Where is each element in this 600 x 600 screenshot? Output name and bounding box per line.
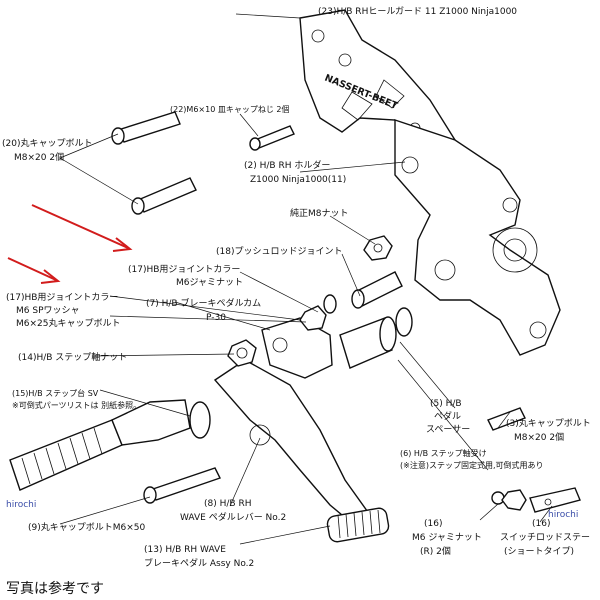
label-holder-a: (2) H/B RH ホルダー <box>244 159 330 171</box>
label-countersunk-screw: (22)M6×10 皿キャップねじ 2個 <box>170 104 289 114</box>
joint-collar-nut <box>299 294 337 331</box>
label-heel-guard: (23)H/B RHヒールガード 11 Z1000 Ninja1000 <box>318 6 517 17</box>
watermark-left: hirochi <box>6 500 37 510</box>
label-joint-collar-l-b: M6 SPワッシャ <box>16 306 80 316</box>
holder-bracket <box>394 119 561 356</box>
bolt-m8x20-lower <box>131 177 197 215</box>
label-step-base-a: (15)H/B ステップ台 SV <box>12 388 99 398</box>
label-jam-nut-a: (16) <box>424 519 442 529</box>
step-shaft-nut <box>227 339 257 367</box>
label-switch-stay-b: スイッチロッドステー <box>500 532 590 543</box>
countersunk-screw-m6 <box>249 125 295 151</box>
label-genuine-nut: 純正M8ナット <box>290 207 349 219</box>
label-bolt-m6x50: (9)丸キャップボルトM6×50 <box>28 521 146 533</box>
jam-nut-m6 <box>491 489 527 511</box>
red-arrow-1 <box>31 204 133 252</box>
label-joint-collar-l-c: M6×25丸キャップボルト <box>16 317 121 329</box>
label-bolt-20-b: M8×20 2個 <box>14 151 64 163</box>
label-step-bearing-a: (6) H/B ステップ軸受け <box>400 448 487 458</box>
label-pedal-assy-b: ブレーキペダル Assy No.2 <box>144 557 254 569</box>
red-arrow-2 <box>7 257 61 284</box>
label-step-base-b: ※可倒式パーツリストは 別紙参照。 <box>12 400 141 410</box>
label-bolt-20-a: (20)丸キャップボルト <box>2 137 92 149</box>
bolt-m6x50 <box>143 467 221 504</box>
label-joint-collar-r-a: (17)HB用ジョイントカラー <box>128 264 240 275</box>
heel-guard-plate: NASSERT-BEET <box>299 9 456 161</box>
leader-lines <box>59 13 553 545</box>
label-pedal-lever-a: (8) H/B RH <box>204 499 251 509</box>
footpeg <box>9 399 211 491</box>
switch-rod-stay <box>529 487 581 513</box>
label-jam-nut-b: M6 ジャミナット <box>412 532 482 543</box>
label-bolt-3-b: M8×20 2個 <box>514 431 564 443</box>
step-bushing-5 <box>339 307 413 369</box>
label-jam-nut-c: (R) 2個 <box>420 545 451 557</box>
label-pushrod-joint: (18)プッシュロッドジョイント <box>216 246 342 257</box>
label-step-shaft-nut: (14)H/B ステップ軸ナット <box>18 351 127 363</box>
label-switch-stay-a: (16) <box>532 519 550 529</box>
label-bolt-3-a: (3)丸キャップボルト <box>506 417 591 429</box>
label-switch-stay-c: (ショートタイプ) <box>504 546 574 557</box>
label-brake-cam-a: (7) H/B ブレーキペダルカム <box>146 297 261 309</box>
label-holder-b: Z1000 Ninja1000(11) <box>250 175 346 185</box>
label-step-bearing-b: (※注意)ステップ固定式用,可倒式用あり <box>400 460 544 470</box>
label-spacer-a: (5) H/B <box>430 399 462 409</box>
photo-caption: 写真は参考です <box>6 581 104 597</box>
brake-pedal-tip <box>326 507 390 543</box>
label-joint-collar-r-b: M6ジャミナット <box>176 277 243 288</box>
bolt-m8x20-upper <box>111 111 181 145</box>
label-joint-collar-l-a: (17)HB用ジョイントカラー <box>6 292 118 303</box>
label-brake-cam-b: P-30 <box>206 313 226 323</box>
label-pedal-lever-b: WAVE ペダルレバー No.2 <box>180 511 286 523</box>
watermark-right: hirochi <box>548 510 579 520</box>
pushrod-joint <box>351 271 403 309</box>
label-spacer-b: ペダル <box>434 410 461 422</box>
label-pedal-assy-a: (13) H/B RH WAVE <box>144 545 226 555</box>
genuine-m8-nut <box>363 235 393 261</box>
brake-pedal-lever <box>213 317 371 532</box>
bolt-m8x20-right <box>487 407 526 431</box>
label-spacer-c: スペーサー <box>426 424 470 435</box>
